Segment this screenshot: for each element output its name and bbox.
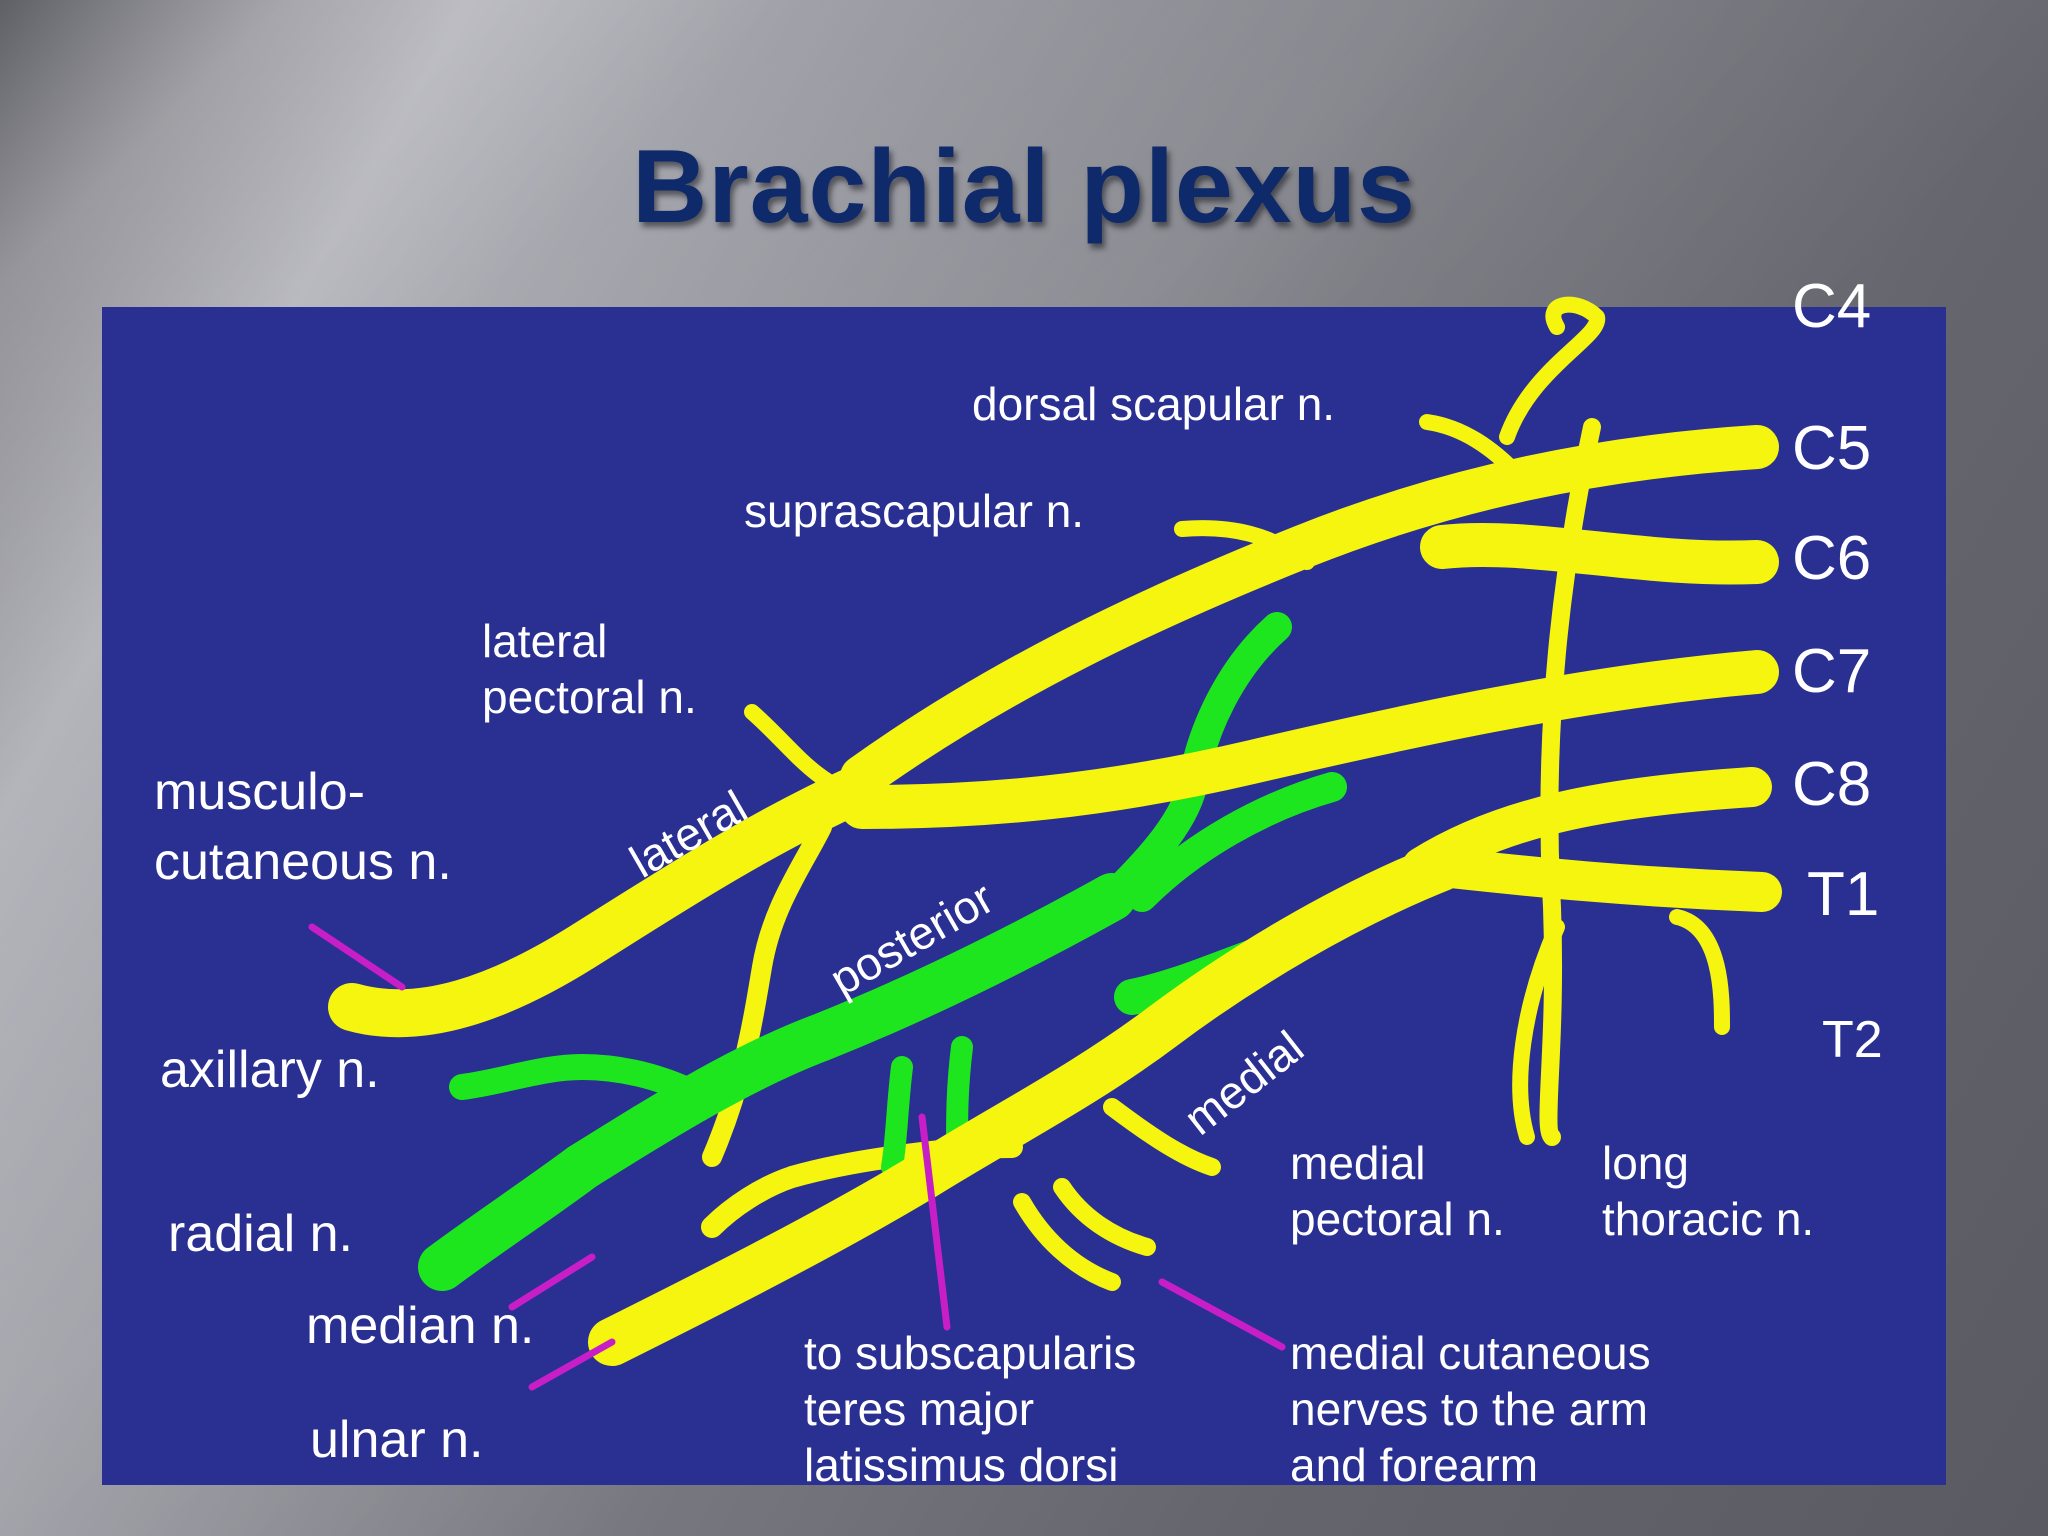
trunk-c7: [840, 650, 1779, 829]
lateral-pectoral-label-1: lateral: [482, 615, 607, 667]
subscapular-label-3: latissimus dorsi: [804, 1439, 1118, 1491]
trunk-t1: [1422, 847, 1782, 912]
suprascapular-label: suprascapular n.: [744, 485, 1084, 537]
medial-cord-label: medial: [1174, 1020, 1313, 1144]
root-label-c5: C5: [1792, 414, 1871, 483]
trunk-c6: [1420, 522, 1779, 585]
medial-cutaneous-label-1: medial cutaneous: [1290, 1327, 1651, 1379]
c4-loop: [1499, 296, 1606, 445]
root-labels: C4 C5 C6 C7 C8 T1 T2: [1792, 272, 1883, 1069]
long-thoracic-label-1: long: [1602, 1137, 1689, 1189]
trunk-c5: [840, 425, 1779, 799]
subscap-branch-1: [881, 1056, 913, 1178]
root-label-c4: C4: [1792, 272, 1871, 341]
brachial-plexus-diagram: C4 C5 C6 C7 C8 T1 T2 lateral posterior m…: [154, 272, 1883, 1491]
medial-cutaneous-2: [1013, 1193, 1121, 1291]
main-nerves: [328, 425, 1782, 1366]
pointer-lines: [308, 923, 1286, 1391]
root-label-c6: C6: [1792, 524, 1871, 593]
diagram-panel: C4 C5 C6 C7 C8 T1 T2 lateral posterior m…: [102, 272, 1946, 1491]
root-label-t1: T1: [1807, 860, 1879, 929]
lateral-pectoral-label-2: pectoral n.: [482, 671, 697, 723]
t1-loop: [1669, 909, 1730, 1035]
root-label-t2: T2: [1822, 1011, 1883, 1069]
ulnar-pointer: [528, 1338, 616, 1391]
medial-pectoral-label-1: medial: [1290, 1137, 1426, 1189]
root-label-c8: C8: [1792, 750, 1871, 819]
subscapular-pointer: [918, 1113, 951, 1331]
medial-pectoral-branch: [1103, 1098, 1221, 1176]
medial-cutaneous-pointer: [1158, 1278, 1286, 1351]
medial-cutaneous-1: [1053, 1178, 1156, 1256]
radial-label: radial n.: [168, 1205, 353, 1263]
musculocutaneous-pointer: [308, 923, 406, 991]
axillary-label: axillary n.: [160, 1041, 380, 1099]
subscapular-label-1: to subscapularis: [804, 1327, 1136, 1379]
long-thoracic-lower: [1512, 919, 1565, 1145]
subscapular-label-2: teres major: [804, 1383, 1034, 1435]
slide-title: Brachial plexus: [632, 129, 1416, 245]
median-pointer: [508, 1253, 596, 1311]
medial-cord: [588, 843, 1466, 1366]
ulnar-label: ulnar n.: [310, 1411, 483, 1469]
axillary-branch: [449, 1054, 715, 1110]
posterior-from-c7: [1127, 772, 1347, 912]
medial-pectoral-label-2: pectoral n.: [1290, 1193, 1505, 1245]
medial-cutaneous-label-3: and forearm: [1290, 1439, 1538, 1491]
medial-cutaneous-label-2: nerves to the arm: [1290, 1383, 1648, 1435]
dorsal-scapular-label: dorsal scapular n.: [972, 378, 1335, 430]
musculocutaneous-label-1: musculo-: [154, 763, 365, 821]
lateral-cord: [328, 763, 886, 1038]
posterior-cord: [418, 873, 1136, 1291]
musculocutaneous-label-2: cutaneous n.: [154, 833, 452, 891]
long-thoracic-label-2: thoracic n.: [1602, 1193, 1814, 1245]
root-label-c7: C7: [1792, 637, 1871, 706]
nerve-labels: dorsal scapular n. suprascapular n. late…: [154, 378, 1814, 1491]
median-label: median n.: [306, 1297, 534, 1355]
